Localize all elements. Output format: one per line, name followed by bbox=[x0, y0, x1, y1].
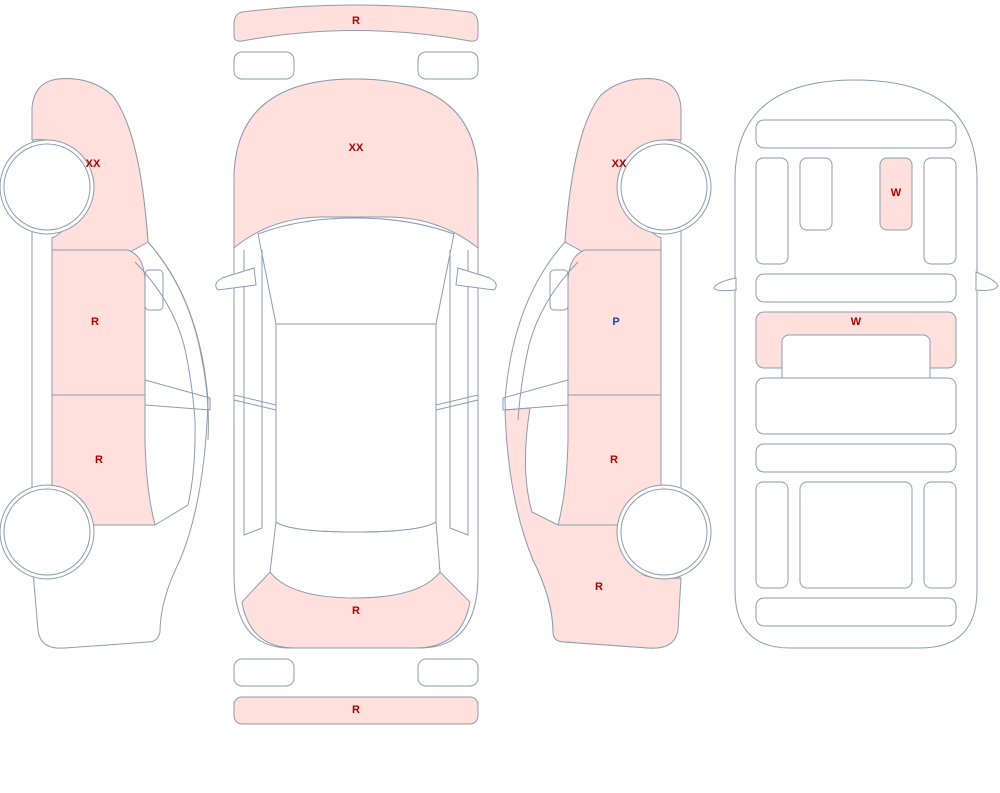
left-pillar bbox=[144, 379, 211, 411]
top-hood-label: XX bbox=[349, 142, 364, 154]
top-front-light-right bbox=[417, 658, 479, 687]
top-right-side-line bbox=[449, 250, 469, 536]
interior-front-left-door-panel bbox=[755, 481, 789, 589]
right-front-door-label: P bbox=[612, 316, 619, 328]
right-pillar bbox=[502, 379, 569, 411]
top-rear-bumper-label: R bbox=[352, 15, 360, 27]
top-hood[interactable] bbox=[233, 78, 479, 250]
interior-center-panel-label: W bbox=[851, 316, 862, 328]
left-front-wheel-inner bbox=[3, 143, 91, 231]
interior-rear-shelf bbox=[755, 273, 957, 303]
interior-rear-seat-right-label: W bbox=[891, 187, 902, 199]
left-front-fender-label: XX bbox=[86, 158, 101, 170]
top-left-mirror bbox=[215, 267, 257, 291]
interior-rear-right-door-panel bbox=[923, 157, 957, 265]
top-trunk[interactable] bbox=[241, 571, 471, 649]
left-rear-door-label: R bbox=[95, 454, 103, 466]
right-front-wheel-inner bbox=[620, 143, 708, 231]
interior-front-row bbox=[755, 377, 957, 435]
right-rear-quarter-label: R bbox=[595, 581, 603, 593]
interior-view: W W bbox=[713, 79, 999, 649]
top-right-mirror bbox=[455, 267, 497, 291]
top-front-bumper[interactable] bbox=[233, 696, 479, 725]
interior-rear-seat-left bbox=[799, 157, 833, 231]
left-side-view: XX R R bbox=[0, 78, 211, 649]
right-mirror bbox=[549, 269, 569, 311]
left-front-door[interactable] bbox=[51, 249, 146, 396]
left-window-inner bbox=[147, 241, 209, 441]
top-front-bumper-label: R bbox=[352, 704, 360, 716]
top-rear-bumper[interactable] bbox=[233, 4, 479, 42]
interior-right-mirror bbox=[975, 271, 999, 291]
top-windshield bbox=[257, 217, 455, 325]
left-mirror bbox=[144, 269, 164, 311]
right-front-door[interactable] bbox=[567, 249, 662, 396]
left-rear-wheel-inner bbox=[3, 488, 91, 576]
top-right-pillar bbox=[435, 394, 479, 411]
right-rear-door-label: R bbox=[610, 454, 618, 466]
top-left-pillar bbox=[233, 394, 277, 411]
left-window-frame bbox=[134, 261, 196, 526]
right-rear-wheel-inner bbox=[620, 488, 708, 576]
interior-front-right-door-panel bbox=[923, 481, 957, 589]
top-trunk-label: R bbox=[352, 605, 360, 617]
left-front-door-label: R bbox=[91, 316, 99, 328]
interior-front-seats bbox=[799, 481, 913, 589]
interior-rear-seat-right[interactable] bbox=[879, 157, 913, 231]
interior-front-panel bbox=[755, 597, 957, 627]
top-rear-light-left bbox=[233, 51, 295, 80]
right-side-view: XX P R R bbox=[502, 78, 712, 649]
top-front-light-left bbox=[233, 658, 295, 687]
top-rear-light-right bbox=[417, 51, 479, 80]
interior-left-mirror bbox=[713, 277, 737, 292]
right-front-fender-label: XX bbox=[612, 158, 627, 170]
top-view: R XX R R bbox=[215, 4, 497, 725]
top-left-side-line bbox=[243, 250, 263, 536]
interior-dashboard bbox=[755, 119, 957, 149]
interior-rear-left-door-panel bbox=[755, 157, 789, 265]
interior-front-shelf bbox=[755, 443, 957, 473]
right-window-frame bbox=[517, 261, 579, 421]
